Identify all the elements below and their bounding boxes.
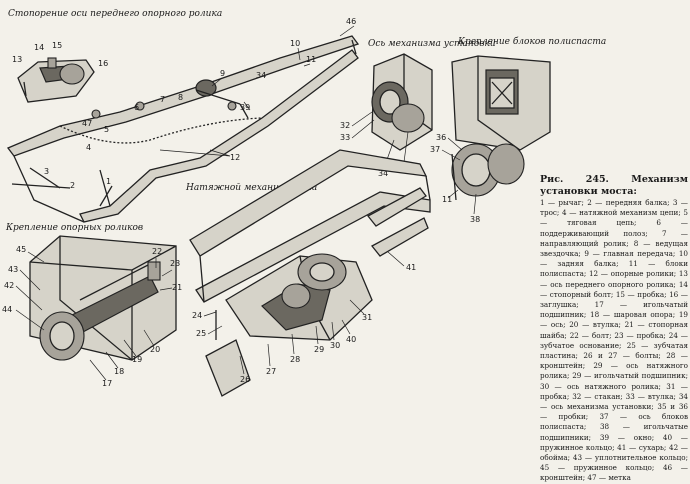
svg-text:14: 14 <box>34 43 44 52</box>
svg-text:47: 47 <box>82 119 92 128</box>
svg-text:28: 28 <box>290 355 300 364</box>
svg-text:43: 43 <box>8 265 18 274</box>
svg-text:1: 1 <box>106 177 111 186</box>
svg-text:6: 6 <box>134 103 139 112</box>
svg-text:30: 30 <box>330 341 340 350</box>
svg-text:34: 34 <box>378 169 388 178</box>
svg-text:8: 8 <box>178 93 183 102</box>
svg-text:15: 15 <box>52 41 62 50</box>
svg-text:41: 41 <box>406 263 416 272</box>
svg-text:19: 19 <box>132 355 142 364</box>
block-mount-drawing: 36 37 38 11 <box>430 55 551 224</box>
svg-text:22: 22 <box>152 247 162 256</box>
title-block-mount: Крепление блоков полиспаста <box>457 36 606 47</box>
title-roller-mount: Крепление опорных роликов <box>5 223 143 233</box>
svg-text:11: 11 <box>442 195 452 204</box>
title-tension-mech: Натяжной механизм цепи <box>185 183 318 193</box>
caption-body: 1 — рычаг; 2 — передняя балка; 3 — трос;… <box>540 198 688 483</box>
title-axle-stop: Стопорение оси переднего опорного ролика <box>8 9 222 19</box>
main-frame-drawing: 46 10 11 9 39 34 8 7 6 5 47 4 3 2 1 12 1… <box>6 17 360 223</box>
mechanism-illustration: Стопорение оси переднего опорного ролика… <box>2 9 606 397</box>
svg-text:37: 37 <box>430 145 440 154</box>
svg-text:5: 5 <box>104 125 109 134</box>
figure-caption: Рис. 245. Механизм установки моста: 1 — … <box>540 174 688 484</box>
svg-text:10: 10 <box>290 39 300 48</box>
svg-text:38: 38 <box>470 215 480 224</box>
svg-text:7: 7 <box>160 95 165 104</box>
svg-text:29: 29 <box>314 345 324 354</box>
svg-text:34: 34 <box>256 71 266 80</box>
svg-text:21: 21 <box>172 283 182 292</box>
tension-mech-drawing: 41 24 25 26 27 28 29 30 31 40 <box>189 149 431 397</box>
svg-text:24: 24 <box>192 311 202 320</box>
svg-text:18: 18 <box>114 367 124 376</box>
svg-text:17: 17 <box>102 379 112 388</box>
svg-text:20: 20 <box>150 345 160 354</box>
svg-text:25: 25 <box>196 329 206 338</box>
svg-text:13: 13 <box>12 55 22 64</box>
figure-page: Стопорение оси переднего опорного ролика… <box>2 9 688 482</box>
svg-text:2: 2 <box>70 181 75 190</box>
svg-text:33: 33 <box>340 133 350 142</box>
svg-text:40: 40 <box>346 335 356 344</box>
svg-text:36: 36 <box>436 133 446 142</box>
svg-text:16: 16 <box>98 59 108 68</box>
title-install-mech: Ось механизма установки <box>368 39 496 49</box>
svg-text:45: 45 <box>16 245 26 254</box>
svg-text:31: 31 <box>362 313 372 322</box>
svg-text:3: 3 <box>44 167 49 176</box>
svg-text:42: 42 <box>4 281 14 290</box>
svg-text:23: 23 <box>170 259 180 268</box>
svg-text:27: 27 <box>266 367 276 376</box>
roller-mount-drawing: 45 43 42 44 22 23 21 20 19 18 17 <box>2 235 182 388</box>
svg-text:44: 44 <box>2 305 12 314</box>
svg-text:11: 11 <box>306 55 316 64</box>
install-axle-drawing: 32 33 35 34 <box>340 53 433 178</box>
svg-text:4: 4 <box>86 143 91 152</box>
svg-text:12: 12 <box>230 153 240 162</box>
svg-text:32: 32 <box>340 121 350 130</box>
svg-text:26: 26 <box>240 375 250 384</box>
svg-text:9: 9 <box>220 69 225 78</box>
caption-title: Рис. 245. Механизм установки моста: <box>540 174 688 197</box>
svg-text:46: 46 <box>346 17 356 26</box>
axle-stop-inset <box>17 57 95 103</box>
svg-text:39: 39 <box>240 103 250 112</box>
